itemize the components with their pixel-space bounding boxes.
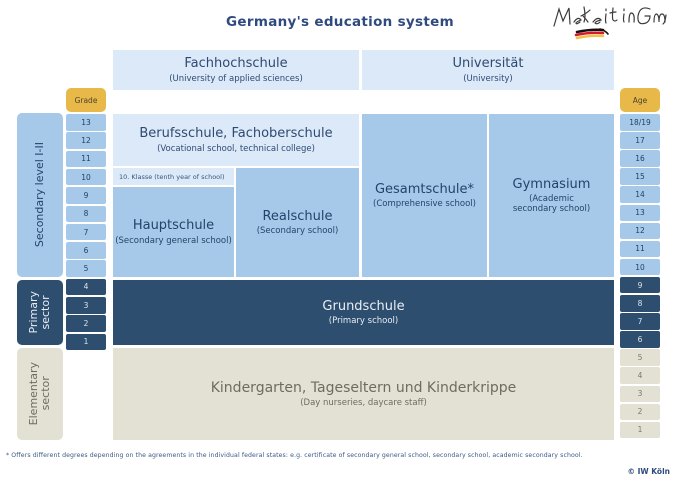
sector-secondary-text: Secondary level I-II xyxy=(32,142,46,248)
age-cell-14: 14 xyxy=(620,186,660,203)
age-cell-11: 11 xyxy=(620,240,660,258)
age-cell-16: 16 xyxy=(620,150,660,167)
sector-label-secondary: Secondary level I-II xyxy=(17,113,63,277)
age-cell-13: 13 xyxy=(620,204,660,221)
sector-label-primary: Primary sector xyxy=(17,280,63,345)
realschule-title-en: (Secondary school) xyxy=(256,226,339,237)
age-cell-9: 9 xyxy=(620,276,660,294)
age-cell-10: 10 xyxy=(620,258,660,276)
grade-cell-3: 3 xyxy=(66,297,106,314)
gymnasium-title-en: (Academic secondary school) xyxy=(512,194,591,215)
universitaet-title-de: Universität xyxy=(452,56,524,72)
sector-primary-text: Primary sector xyxy=(26,291,52,334)
grade-cell-2: 2 xyxy=(66,315,106,332)
hauptschule-title-en: (Secondary general school) xyxy=(115,235,232,246)
age-cell-8: 8 xyxy=(620,295,660,312)
grade-cell-11: 11 xyxy=(66,150,106,168)
note-tenth-year: 10. Klasse (tenth year of school) xyxy=(113,168,234,185)
grade-cell-5: 5 xyxy=(66,260,106,277)
age-cell-17: 17 xyxy=(620,132,660,149)
sector-elementary-text: Elementary sector xyxy=(26,362,52,426)
block-hauptschule[interactable]: Hauptschule (Secondary general school) xyxy=(113,187,234,277)
kindergarten-title-en: (Day nurseries, daycare staff) xyxy=(300,398,427,409)
gymnasium-title-de: Gymnasium xyxy=(512,176,591,192)
kindergarten-title-de: Kindergarten, Tageseltern und Kinderkrip… xyxy=(210,379,517,396)
age-cell-4: 4 xyxy=(620,367,660,384)
make-it-in-germany-logo xyxy=(553,6,667,40)
age-cell-18-19: 18/19 xyxy=(620,114,660,131)
block-realschule[interactable]: Realschule (Secondary school) xyxy=(236,168,359,277)
grade-cell-4: 4 xyxy=(66,278,106,296)
footnote: * Offers different degrees depending on … xyxy=(6,452,583,459)
age-cell-2: 2 xyxy=(620,403,660,421)
block-berufsschule[interactable]: Berufsschule, Fachoberschule (Vocational… xyxy=(113,114,359,166)
grade-cell-9: 9 xyxy=(66,187,106,204)
block-grundschule[interactable]: Grundschule (Primary school) xyxy=(113,280,614,345)
block-universitaet[interactable]: Universität (University) xyxy=(362,50,614,90)
sector-label-elementary: Elementary sector xyxy=(17,348,63,440)
berufsschule-title-en: (Vocational school, technical college) xyxy=(157,143,315,154)
age-cell-1: 1 xyxy=(620,421,660,439)
berufsschule-title-de: Berufsschule, Fachoberschule xyxy=(139,126,333,142)
grade-cell-13: 13 xyxy=(66,114,106,131)
grade-cell-12: 12 xyxy=(66,132,106,149)
block-kindergarten[interactable]: Kindergarten, Tageseltern und Kinderkrip… xyxy=(113,348,614,440)
grade-cell-7: 7 xyxy=(66,223,106,241)
copyright: © IW Köln xyxy=(627,467,670,476)
page-title: Germany's education system xyxy=(226,14,454,30)
block-gesamtschule[interactable]: Gesamtschule* (Comprehensive school) xyxy=(362,114,487,277)
grade-column-header: Grade xyxy=(66,88,106,112)
fachhochschule-title-de: Fachhochschule xyxy=(184,56,288,72)
block-fachhochschule[interactable]: Fachhochschule (University of applied sc… xyxy=(113,50,359,90)
gesamtschule-title-en: (Comprehensive school) xyxy=(373,199,476,210)
age-column-header: Age xyxy=(620,88,660,112)
grade-cell-10: 10 xyxy=(66,168,106,186)
grundschule-title-en: (Primary school) xyxy=(328,316,399,327)
age-cell-6: 6 xyxy=(620,331,660,348)
grade-cell-6: 6 xyxy=(66,242,106,259)
age-cell-12: 12 xyxy=(620,222,660,240)
grundschule-title-de: Grundschule xyxy=(322,298,405,314)
realschule-title-de: Realschule xyxy=(262,208,333,224)
gesamtschule-title-de: Gesamtschule* xyxy=(374,181,475,197)
fachhochschule-title-en: (University of applied sciences) xyxy=(169,73,303,84)
hauptschule-title-de: Hauptschule xyxy=(132,218,215,234)
age-cell-5: 5 xyxy=(620,349,660,366)
age-cell-7: 7 xyxy=(620,313,660,330)
grade-cell-1: 1 xyxy=(66,333,106,351)
grade-cell-8: 8 xyxy=(66,205,106,222)
age-cell-15: 15 xyxy=(620,168,660,185)
universitaet-title-en: (University) xyxy=(463,73,513,84)
age-cell-3: 3 xyxy=(620,385,660,402)
block-gymnasium[interactable]: Gymnasium (Academic secondary school) xyxy=(489,114,614,277)
